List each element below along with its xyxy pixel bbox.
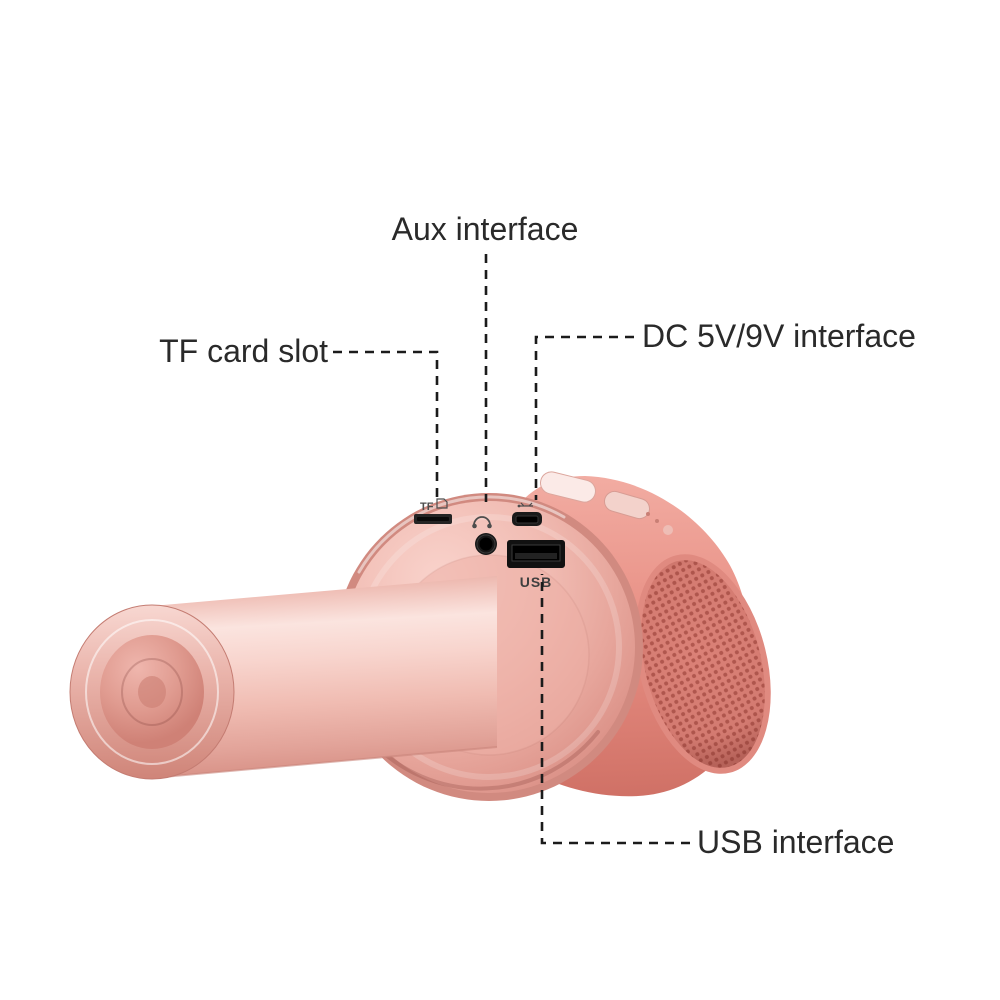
label-tf-card-slot: TF card slot xyxy=(159,333,328,369)
usb-trident-icon xyxy=(517,502,533,508)
callout-line-usb xyxy=(540,574,690,845)
label-aux-interface: Aux interface xyxy=(391,211,579,247)
label-usb-interface: USB interface xyxy=(697,824,895,860)
usb-port: USB xyxy=(507,540,565,590)
port-cluster: TF xyxy=(414,498,565,590)
mic-buttons xyxy=(540,471,673,535)
mic-handle xyxy=(69,576,498,780)
sd-card-icon xyxy=(436,498,448,509)
tf-marking-text: TF xyxy=(420,501,434,513)
label-dc-interface: DC 5V/9V interface xyxy=(642,318,916,354)
speaker-mesh xyxy=(635,554,771,774)
callout-line-dc xyxy=(534,335,634,500)
mic-handle-end-cap xyxy=(69,604,235,780)
callout-lines xyxy=(333,254,690,845)
aux-jack xyxy=(472,516,497,555)
tf-card-slot: TF xyxy=(414,498,452,524)
callout-line-tf xyxy=(333,350,439,504)
micro-usb-port xyxy=(512,502,542,526)
usb-marking-text: USB xyxy=(520,574,553,590)
headphones-icon xyxy=(472,516,492,529)
